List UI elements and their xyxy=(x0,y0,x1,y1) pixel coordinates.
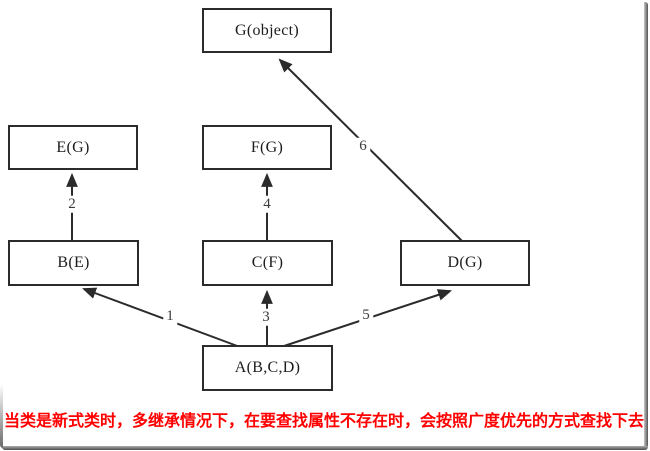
node-e: E(G) xyxy=(8,125,138,170)
edge-order-label-3: 3 xyxy=(259,308,273,326)
node-d: D(G) xyxy=(400,240,530,286)
shadow-border-right xyxy=(644,2,648,448)
edge-order-label-4: 4 xyxy=(260,195,274,213)
caption-text: 当类是新式类时，多继承情况下，在要查找属性不存在时，会按照广度优先的方式查找下去 xyxy=(3,413,644,430)
edge-order-label-2: 2 xyxy=(65,195,79,213)
node-g-object: G(object) xyxy=(202,8,332,53)
node-a: A(B,C,D) xyxy=(202,345,333,391)
node-b: B(E) xyxy=(8,240,139,286)
edge-order-label-5: 5 xyxy=(359,306,373,324)
edge-order-label-1: 1 xyxy=(163,307,177,325)
node-c: C(F) xyxy=(202,240,333,286)
edge-d-to-g-line xyxy=(278,58,463,242)
shadow-border-left xyxy=(0,384,3,448)
edge-order-label-6: 6 xyxy=(356,137,370,155)
edge-a-to-b-line xyxy=(82,287,241,348)
shadow-border-bottom xyxy=(2,446,648,450)
node-f: F(G) xyxy=(202,125,332,170)
